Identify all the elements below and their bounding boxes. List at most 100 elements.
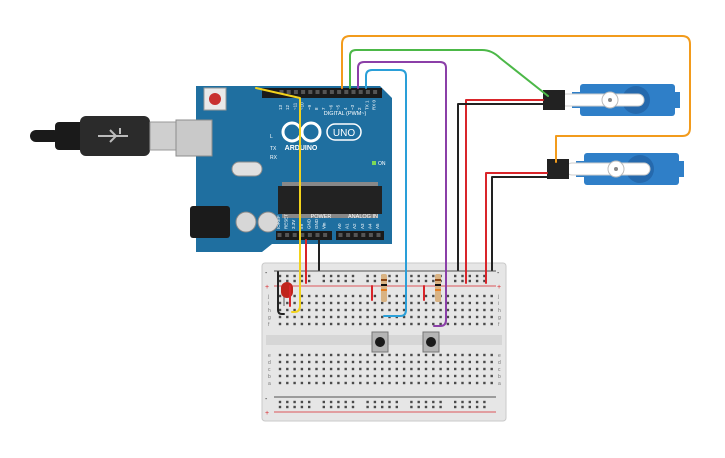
breadboard-hole[interactable] xyxy=(461,308,464,312)
breadboard-hole[interactable] xyxy=(286,400,289,404)
servo-motor[interactable] xyxy=(547,153,684,185)
breadboard-hole[interactable] xyxy=(483,279,486,283)
breadboard-hole[interactable] xyxy=(351,360,355,364)
breadboard-hole[interactable] xyxy=(337,274,340,278)
breadboard-hole[interactable] xyxy=(388,360,391,364)
breadboard-hole[interactable] xyxy=(432,279,435,283)
breadboard-hole[interactable] xyxy=(461,405,464,409)
breadboard-hole[interactable] xyxy=(366,308,369,312)
push-button[interactable] xyxy=(371,331,389,353)
breadboard-hole[interactable] xyxy=(351,315,355,319)
breadboard-hole[interactable] xyxy=(432,322,435,326)
breadboard-hole[interactable] xyxy=(410,400,413,404)
breadboard-hole[interactable] xyxy=(278,308,282,312)
breadboard-hole[interactable] xyxy=(337,381,340,385)
breadboard-hole[interactable] xyxy=(351,400,355,404)
breadboard-hole[interactable] xyxy=(395,405,398,409)
breadboard-hole[interactable] xyxy=(278,353,282,357)
breadboard-hole[interactable] xyxy=(278,301,282,305)
breadboard-hole[interactable] xyxy=(373,381,377,385)
breadboard-hole[interactable] xyxy=(395,353,398,357)
breadboard-hole[interactable] xyxy=(308,315,311,319)
breadboard-hole[interactable] xyxy=(468,360,471,364)
breadboard-hole[interactable] xyxy=(366,274,369,278)
breadboard-hole[interactable] xyxy=(329,308,333,312)
breadboard-hole[interactable] xyxy=(454,353,457,357)
breadboard-hole[interactable] xyxy=(388,294,391,298)
breadboard-hole[interactable] xyxy=(417,353,420,357)
breadboard-hole[interactable] xyxy=(468,322,471,326)
breadboard-hole[interactable] xyxy=(439,353,442,357)
breadboard-hole[interactable] xyxy=(461,353,464,357)
breadboard-hole[interactable] xyxy=(344,405,347,409)
header-pin[interactable] xyxy=(361,233,366,237)
push-button[interactable] xyxy=(422,331,440,353)
breadboard-hole[interactable] xyxy=(315,308,318,312)
breadboard-hole[interactable] xyxy=(410,294,413,298)
breadboard-hole[interactable] xyxy=(329,374,333,378)
breadboard-hole[interactable] xyxy=(388,400,391,404)
breadboard-hole[interactable] xyxy=(490,315,493,319)
breadboard-hole[interactable] xyxy=(381,400,384,404)
breadboard-hole[interactable] xyxy=(483,274,486,278)
breadboard-hole[interactable] xyxy=(308,381,311,385)
breadboard-hole[interactable] xyxy=(388,322,391,326)
breadboard-hole[interactable] xyxy=(322,374,325,378)
breadboard-hole[interactable] xyxy=(293,301,296,305)
header-pin[interactable] xyxy=(373,90,378,94)
breadboard-hole[interactable] xyxy=(308,308,311,312)
breadboard-hole[interactable] xyxy=(410,301,413,305)
breadboard-hole[interactable] xyxy=(402,301,406,305)
breadboard-hole[interactable] xyxy=(402,367,406,371)
breadboard-hole[interactable] xyxy=(293,308,296,312)
breadboard-hole[interactable] xyxy=(381,353,384,357)
breadboard-hole[interactable] xyxy=(366,301,369,305)
header-pin[interactable] xyxy=(300,233,305,237)
breadboard-hole[interactable] xyxy=(461,274,464,278)
breadboard-hole[interactable] xyxy=(417,322,420,326)
breadboard-hole[interactable] xyxy=(490,353,493,357)
breadboard-hole[interactable] xyxy=(410,353,413,357)
breadboard-hole[interactable] xyxy=(329,405,333,409)
breadboard-hole[interactable] xyxy=(337,400,340,404)
breadboard-hole[interactable] xyxy=(300,374,304,378)
breadboard-hole[interactable] xyxy=(432,400,435,404)
breadboard-hole[interactable] xyxy=(373,405,377,409)
breadboard-hole[interactable] xyxy=(454,400,457,404)
breadboard-hole[interactable] xyxy=(446,367,450,371)
breadboard-hole[interactable] xyxy=(344,274,347,278)
breadboard-hole[interactable] xyxy=(388,367,391,371)
breadboard-hole[interactable] xyxy=(388,301,391,305)
header-pin[interactable] xyxy=(322,90,327,94)
header-pin[interactable] xyxy=(346,233,351,237)
breadboard-hole[interactable] xyxy=(366,353,369,357)
breadboard-hole[interactable] xyxy=(278,405,282,409)
breadboard-hole[interactable] xyxy=(410,279,413,283)
breadboard-hole[interactable] xyxy=(461,322,464,326)
breadboard-hole[interactable] xyxy=(337,279,340,283)
breadboard-hole[interactable] xyxy=(475,360,479,364)
breadboard-hole[interactable] xyxy=(417,381,420,385)
breadboard-hole[interactable] xyxy=(359,360,362,364)
breadboard-hole[interactable] xyxy=(315,353,318,357)
breadboard-hole[interactable] xyxy=(468,374,471,378)
breadboard-hole[interactable] xyxy=(308,322,311,326)
breadboard-hole[interactable] xyxy=(410,308,413,312)
breadboard-hole[interactable] xyxy=(293,374,296,378)
breadboard-hole[interactable] xyxy=(446,294,450,298)
breadboard-hole[interactable] xyxy=(410,315,413,319)
breadboard-hole[interactable] xyxy=(373,360,377,364)
breadboard-hole[interactable] xyxy=(381,381,384,385)
breadboard-hole[interactable] xyxy=(388,405,391,409)
breadboard-hole[interactable] xyxy=(308,301,311,305)
breadboard-hole[interactable] xyxy=(490,374,493,378)
breadboard-hole[interactable] xyxy=(490,381,493,385)
header-pin[interactable] xyxy=(353,233,358,237)
breadboard-hole[interactable] xyxy=(293,322,296,326)
breadboard-hole[interactable] xyxy=(490,308,493,312)
breadboard-hole[interactable] xyxy=(395,367,398,371)
breadboard-hole[interactable] xyxy=(278,279,282,283)
breadboard-hole[interactable] xyxy=(344,301,347,305)
breadboard-hole[interactable] xyxy=(475,308,479,312)
breadboard-hole[interactable] xyxy=(395,308,398,312)
